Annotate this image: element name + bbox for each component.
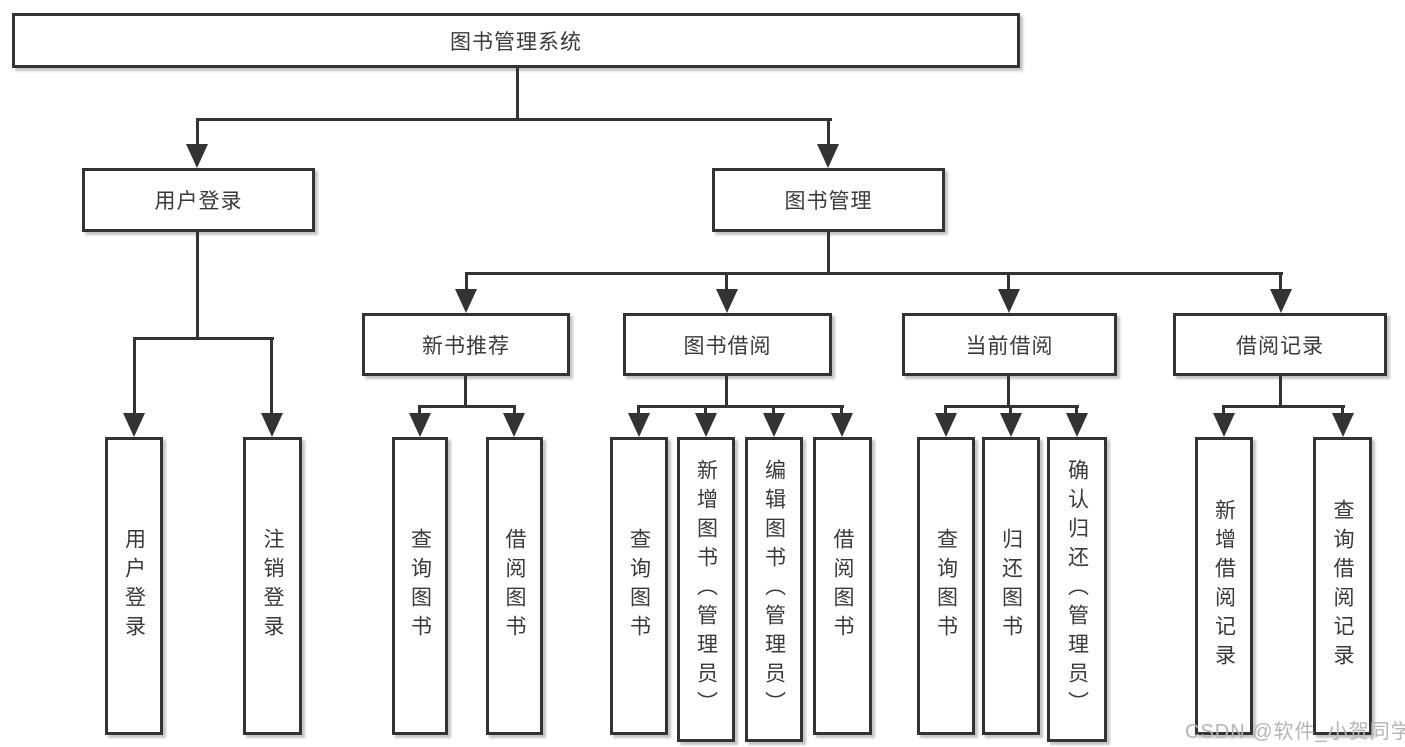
connector-line	[419, 405, 516, 408]
node-user-login: 用户登录	[82, 168, 315, 232]
arrow-down-icon	[1000, 413, 1022, 437]
node-label: 归还图书	[999, 528, 1023, 644]
node-label: 借阅记录	[1236, 334, 1324, 358]
connector-line	[418, 405, 421, 415]
leaf-edit-book-admin: 编辑图书（管理员）	[745, 437, 803, 742]
node-label: 查询图书	[934, 528, 958, 644]
connector-line	[1341, 405, 1344, 415]
node-label: 注销登录	[261, 528, 284, 644]
connector-line	[638, 405, 844, 408]
node-label: 查询图书	[627, 528, 651, 644]
node-label: 用户登录	[122, 528, 146, 644]
connector-line	[133, 337, 274, 340]
node-book-borrowing: 图书借阅	[623, 313, 832, 376]
leaf-logout: 注销登录	[243, 437, 302, 735]
node-new-book-recommendation: 新书推荐	[362, 313, 570, 376]
connector-line	[1279, 272, 1282, 292]
node-label: 新增图书（管理员）	[694, 459, 718, 720]
arrow-down-icon	[186, 144, 208, 168]
connector-line	[464, 374, 467, 408]
connector-line	[513, 405, 516, 415]
leaf-borrow-books-recommend: 借阅图书	[486, 437, 543, 735]
arrow-down-icon	[455, 289, 477, 313]
arrow-down-icon	[409, 413, 431, 437]
connector-line	[1279, 374, 1282, 408]
node-label: 新书推荐	[422, 334, 510, 358]
arrow-down-icon	[998, 289, 1020, 313]
leaf-add-borrow-record: 新增借阅记录	[1195, 437, 1253, 735]
connector-line	[827, 230, 830, 275]
node-label: 借阅图书	[503, 528, 526, 644]
connector-line	[772, 405, 775, 415]
leaf-query-books-recommend: 查询图书	[392, 437, 448, 735]
leaf-query-books-borrowing: 查询图书	[610, 437, 668, 735]
arrow-down-icon	[716, 289, 738, 313]
csdn-watermark: CSDN @软件_小贺同学	[1185, 721, 1405, 743]
connector-line	[196, 118, 199, 148]
connector-line	[1075, 405, 1078, 415]
arrow-down-icon	[261, 413, 283, 437]
connector-line	[1222, 405, 1225, 415]
arrow-down-icon	[1332, 413, 1354, 437]
connector-line	[465, 272, 468, 292]
connector-line	[725, 374, 728, 408]
connector-line	[945, 405, 1079, 408]
connector-line	[1007, 272, 1010, 292]
node-label: 确认归还（管理员）	[1065, 459, 1089, 720]
node-label: 图书管理	[784, 190, 873, 213]
connector-line	[1007, 374, 1010, 408]
node-label: 新增借阅记录	[1212, 499, 1236, 673]
arrow-down-icon	[935, 413, 957, 437]
node-library-system: 图书管理系统	[12, 13, 1020, 68]
leaf-return-book: 归还图书	[982, 437, 1040, 735]
connector-line	[516, 68, 519, 121]
node-label: 查询借阅记录	[1331, 499, 1354, 673]
arrow-down-icon	[763, 413, 785, 437]
connector-line	[465, 272, 1283, 275]
arrow-down-icon	[123, 413, 145, 437]
arrow-down-icon	[503, 413, 525, 437]
node-borrowing-records: 借阅记录	[1173, 313, 1387, 376]
connector-line	[725, 272, 728, 292]
arrow-down-icon	[1213, 413, 1235, 437]
connector-line	[944, 405, 947, 415]
node-label: 图书管理系统	[450, 30, 582, 54]
node-label: 图书借阅	[683, 334, 772, 358]
leaf-query-books-current: 查询图书	[917, 437, 975, 735]
node-current-borrowing: 当前借阅	[902, 313, 1117, 376]
arrow-down-icon	[695, 413, 717, 437]
connector-line	[1223, 405, 1345, 408]
connector-line	[196, 118, 832, 121]
arrow-down-icon	[831, 413, 853, 437]
connector-line	[133, 337, 136, 417]
leaf-borrow-books-borrowing: 借阅图书	[813, 437, 872, 735]
leaf-confirm-return-admin: 确认归还（管理员）	[1047, 437, 1107, 742]
arrow-down-icon	[1270, 289, 1292, 313]
leaf-add-book-admin: 新增图书（管理员）	[677, 437, 735, 742]
leaf-user-login: 用户登录	[105, 437, 163, 735]
arrow-down-icon	[1066, 413, 1088, 437]
connector-line	[1009, 405, 1012, 415]
node-label: 当前借阅	[965, 334, 1054, 358]
node-label: 编辑图书（管理员）	[762, 459, 786, 720]
connector-line	[637, 405, 640, 415]
node-label: 借阅图书	[831, 528, 854, 644]
connector-line	[704, 405, 707, 415]
connector-line	[840, 405, 843, 415]
connector-line	[270, 337, 273, 417]
node-label: 查询图书	[408, 528, 432, 644]
arrow-down-icon	[628, 413, 650, 437]
leaf-query-borrow-record: 查询借阅记录	[1313, 437, 1372, 735]
arrow-down-icon	[817, 144, 839, 168]
connector-line	[827, 118, 830, 148]
node-label: 用户登录	[154, 190, 243, 213]
node-book-management: 图书管理	[712, 168, 945, 232]
connector-line	[196, 230, 199, 340]
